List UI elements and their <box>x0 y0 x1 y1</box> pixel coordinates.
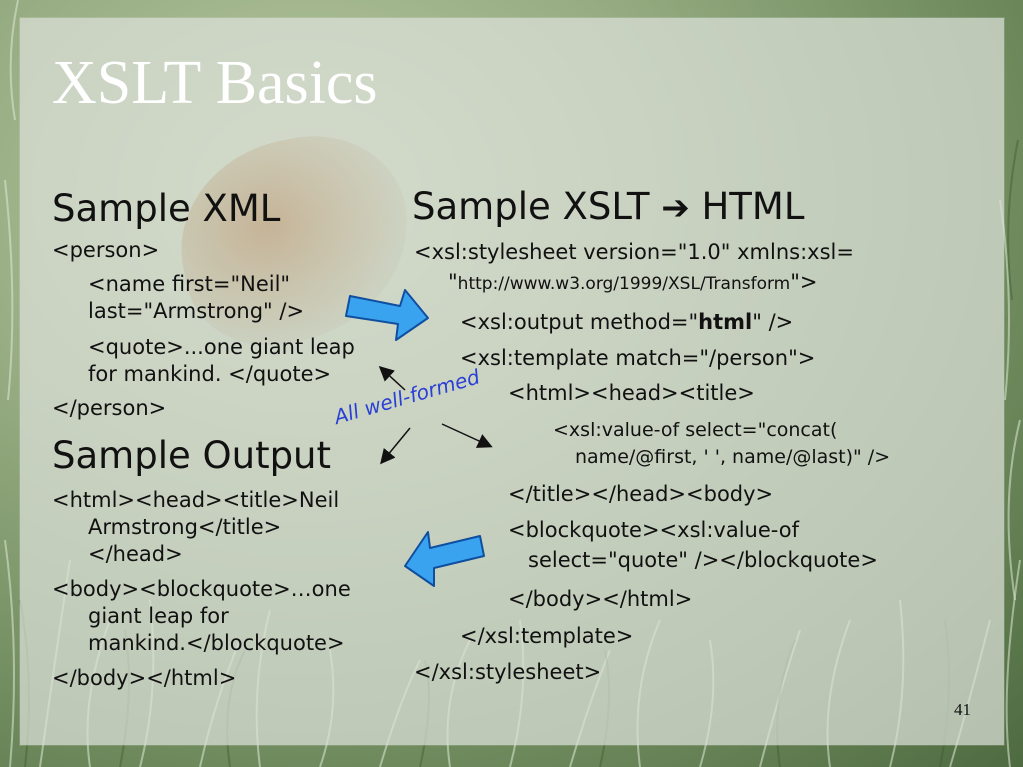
quote-open: " <box>448 270 458 294</box>
xml-line: last="Armstrong" /> <box>88 299 305 323</box>
xslt-line: <xsl:value-of select="concat( <box>553 419 838 441</box>
xslt-line: name/@first, ' ', name/@last)" /> <box>575 446 891 468</box>
xslt-line: </title></head><body> <box>508 482 774 506</box>
xml-line: <name first="Neil" <box>88 272 291 296</box>
output-line: <html><head><title>Neil <box>52 488 340 512</box>
xml-line: for mankind. </quote> <box>88 362 332 386</box>
output-line: giant leap for <box>88 604 229 628</box>
namespace-url: http://www.w3.org/1999/XSL/Transform <box>457 274 791 294</box>
output-line: mankind.</blockquote> <box>88 631 345 655</box>
output-line: <body><blockquote>…one <box>52 577 351 601</box>
xml-line: <quote>...one giant leap <box>88 335 355 359</box>
xslt-line: </xsl:template> <box>460 624 634 648</box>
xslt-line: <html><head><title> <box>508 381 755 405</box>
xml-line: </person> <box>52 396 167 420</box>
block-arrow-right-icon <box>345 289 429 341</box>
output-line: </body></html> <box>52 666 237 690</box>
output-line: Armstrong</title> <box>88 515 282 539</box>
xslt-output-line: <xsl:output method="html" /> <box>460 310 793 335</box>
slide-number: 41 <box>954 700 971 719</box>
xslt-namespace-line: "http://www.w3.org/1999/XSL/Transform"> <box>448 270 818 295</box>
sample-xml-heading: Sample XML <box>52 187 281 230</box>
xslt-line: </body></html> <box>508 587 693 611</box>
sample-output-heading: Sample Output <box>52 434 332 477</box>
xslt-line: <xsl:stylesheet version="1.0" xmlns:xsl= <box>414 240 854 264</box>
xslt-line: </xsl:stylesheet> <box>414 660 602 684</box>
sample-xslt-heading: Sample XSLT ➔ HTML <box>412 188 804 225</box>
xml-line: <person> <box>52 238 160 262</box>
xslt-heading-left: Sample XSLT <box>412 185 650 228</box>
pointer-arrow-xslt <box>441 423 493 448</box>
output-line: </head> <box>88 542 183 566</box>
right-arrow-icon: ➔ <box>661 188 690 228</box>
quote-close: "> <box>790 270 818 294</box>
output-post: " /> <box>752 310 794 334</box>
slide-panel <box>20 18 1004 745</box>
xslt-line: <blockquote><xsl:value-of <box>508 518 799 542</box>
xslt-heading-right: HTML <box>701 185 805 228</box>
slide-title: XSLT Basics <box>52 49 378 117</box>
pointer-arrow-xml <box>378 365 406 391</box>
output-pre: <xsl:output method=" <box>460 310 699 334</box>
xslt-line: <xsl:template match="/person"> <box>460 346 816 370</box>
pointer-arrow-output <box>380 427 411 465</box>
block-arrow-left-icon <box>404 531 485 587</box>
xslt-line: select="quote" /></blockquote> <box>528 548 878 572</box>
output-method-html: html <box>698 310 753 334</box>
